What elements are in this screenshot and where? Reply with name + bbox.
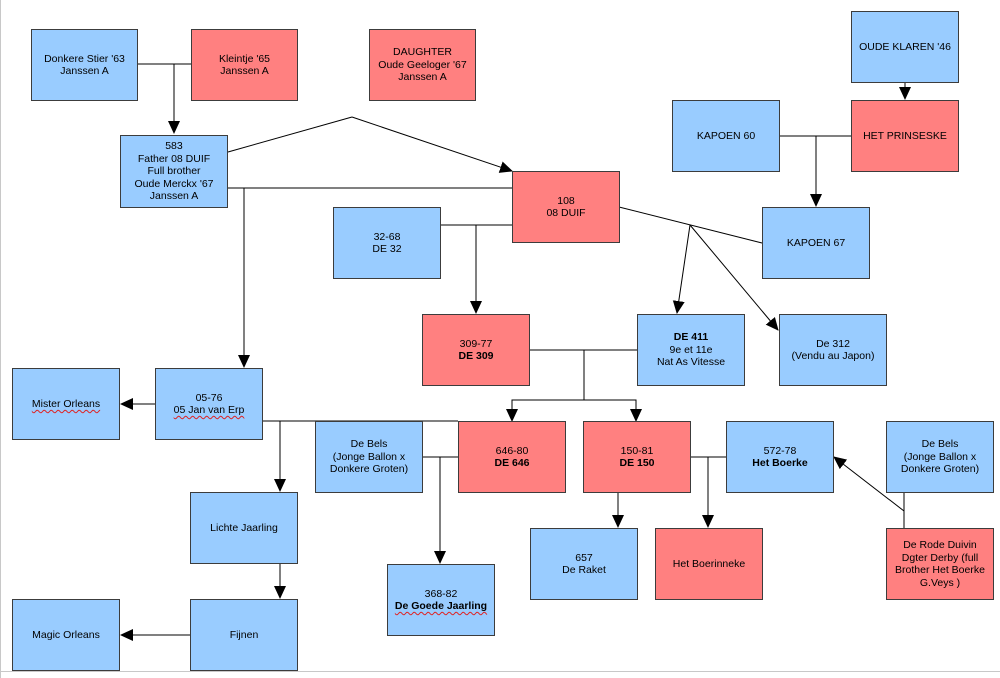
node-magic-orleans: Magic Orleans [12, 599, 120, 671]
pair-line [227, 116, 353, 153]
sibling-line [506, 350, 585, 422]
node-kapoen-67: KAPOEN 67 [762, 207, 870, 279]
node-kapoen-60: KAPOEN 60 [672, 100, 780, 172]
node-fijnen: Fijnen [190, 599, 298, 671]
sibling-line [584, 399, 642, 422]
page-frame-left [0, 0, 1, 678]
parent-arrow [833, 456, 905, 512]
node-mister-orleans: Mister Orleans [12, 368, 120, 440]
parent-arrow [351, 116, 513, 173]
node-het-prinseske: HET PRINSESKE [851, 100, 959, 172]
parent-arrow [689, 224, 779, 331]
node-het-boerinneke: Het Boerinneke [655, 528, 763, 600]
page-frame-bottom [0, 671, 1000, 672]
parent-arrow [672, 224, 691, 314]
node-rode-duivin: De Rode Duivin Dgter Derby (full Brother… [886, 528, 994, 600]
node-de-312: De 312(Vendu au Japon) [779, 314, 887, 386]
node-oude-klaren: OUDE KLAREN '46 [851, 11, 959, 83]
node-lichte-jaarling: Lichte Jaarling [190, 492, 298, 564]
